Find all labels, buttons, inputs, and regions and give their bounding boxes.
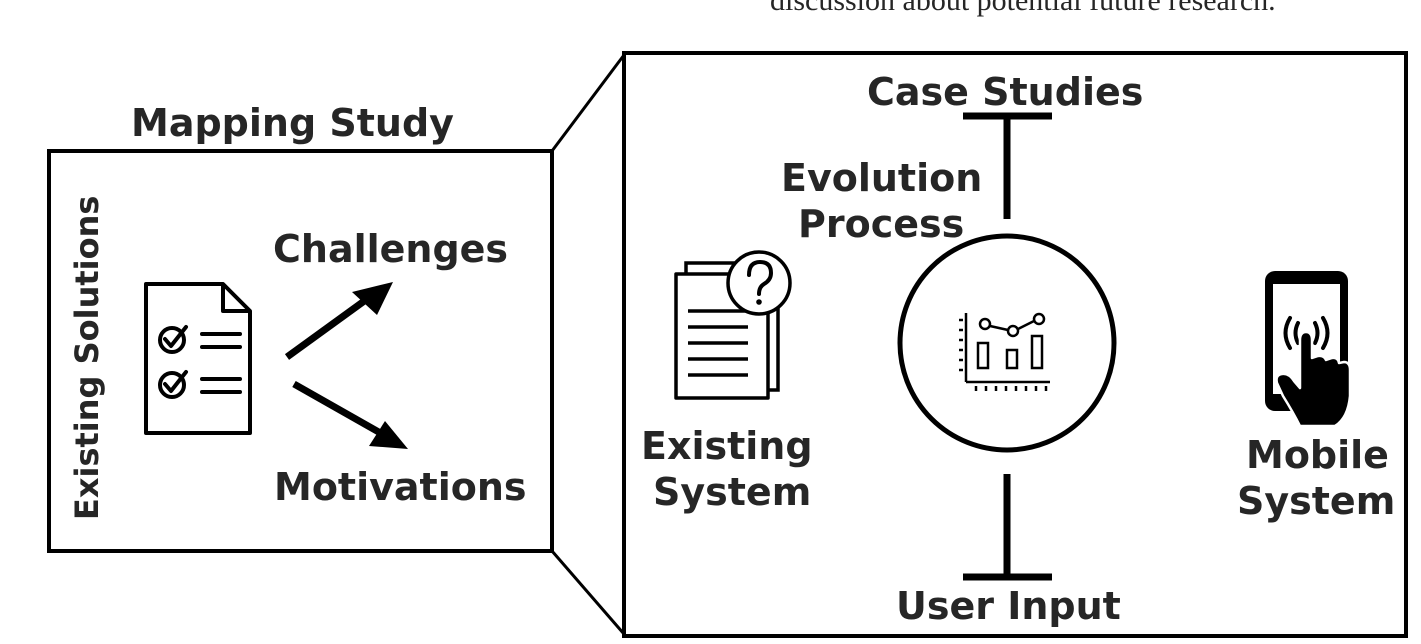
arrow-to-motivations xyxy=(292,380,408,449)
existing-system-label-line1: Existing xyxy=(641,424,813,468)
cutoff-caption: discussion about potential future resear… xyxy=(770,0,1276,17)
user-input-connector xyxy=(963,474,1052,581)
user-input-label: User Input xyxy=(896,584,1121,628)
case-studies-label: Case Studies xyxy=(867,70,1144,114)
zoom-line-top xyxy=(550,54,626,152)
evolution-process-label-line2: Process xyxy=(798,202,965,246)
mapping-study-title: Mapping Study xyxy=(131,101,454,145)
challenges-label: Challenges xyxy=(273,227,509,271)
mobile-system-label-line1: Mobile xyxy=(1246,433,1389,477)
mobile-touch-icon xyxy=(1265,271,1352,428)
mobile-system-label-line2: System xyxy=(1237,479,1396,523)
detail-box xyxy=(622,51,1408,638)
mapping-study-box xyxy=(47,149,554,553)
evolution-circle xyxy=(897,233,1117,453)
existing-solutions-label: Existing Solutions xyxy=(68,195,106,520)
checklist-icon xyxy=(144,282,252,435)
document-question-icon xyxy=(674,250,792,400)
existing-system-label-line2: System xyxy=(653,470,812,514)
motivations-label: Motivations xyxy=(274,465,527,509)
case-studies-connector xyxy=(963,112,1052,219)
analytics-chart-icon xyxy=(959,312,1050,391)
evolution-process-label-line1: Evolution xyxy=(781,156,983,200)
zoom-line-bottom xyxy=(550,550,626,635)
arrow-to-challenges xyxy=(284,282,393,360)
